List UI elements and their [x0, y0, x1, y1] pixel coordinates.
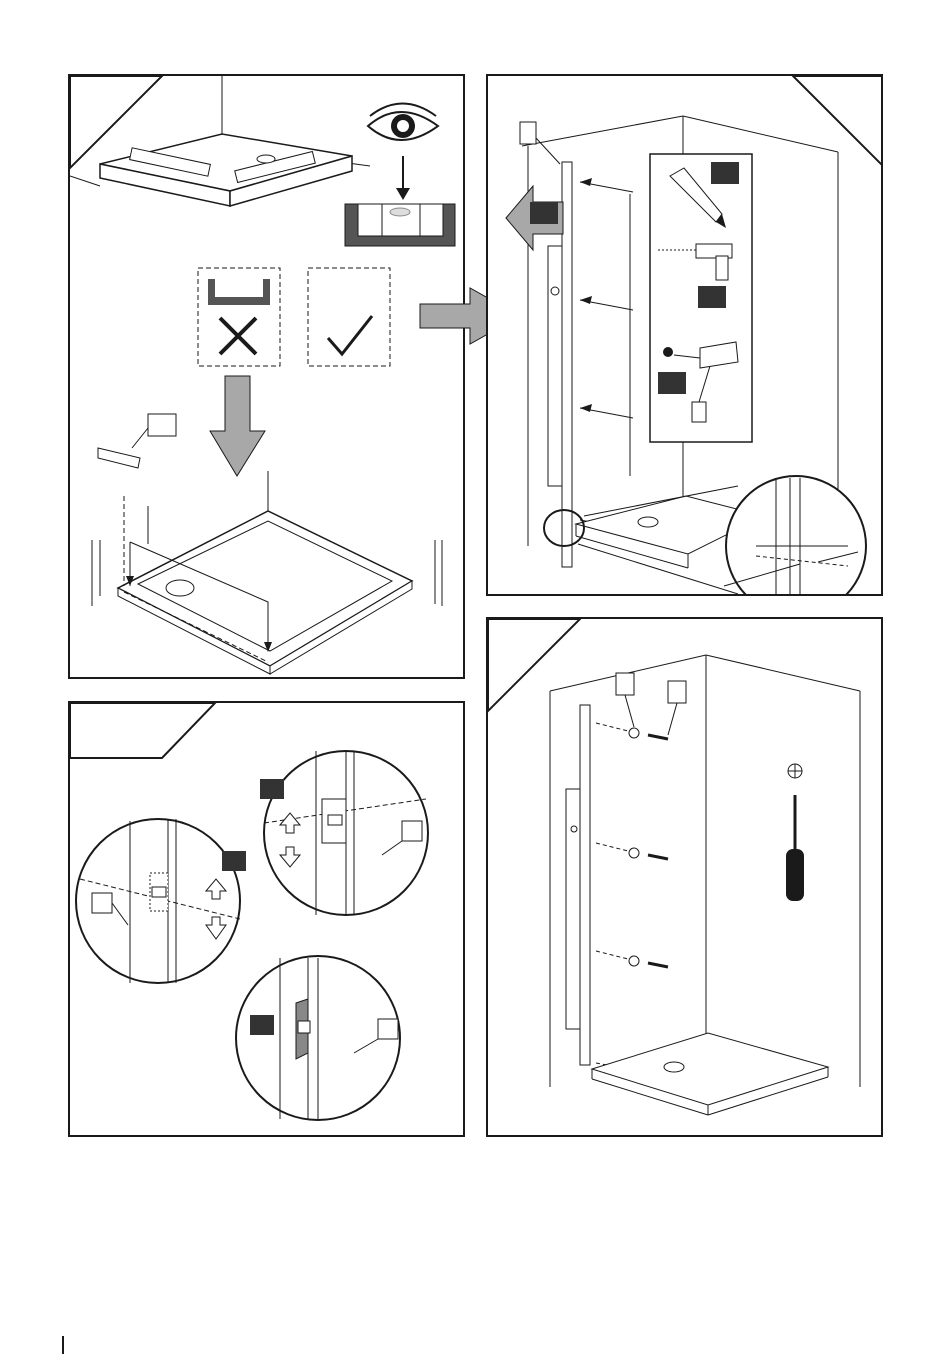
eye-icon — [368, 104, 438, 141]
screwdriver-icon — [786, 795, 804, 901]
part-label-box — [148, 414, 176, 436]
tray-with-levels — [100, 134, 352, 206]
wall-profile — [566, 705, 590, 1065]
marking-arrows — [580, 182, 633, 530]
spirit-level-detail — [345, 204, 455, 246]
part-label-box — [616, 673, 634, 695]
panel-mark-drill — [486, 74, 883, 596]
dark-label-box — [530, 202, 558, 224]
panel-screw-profile — [486, 617, 883, 1137]
step-corner-tab — [70, 703, 215, 758]
detail-circle-bottom — [236, 956, 400, 1120]
shim-piece — [98, 414, 176, 468]
part-label-box — [520, 122, 536, 144]
part-label-box — [92, 893, 112, 913]
part-label-box — [668, 681, 686, 703]
correct-level-box — [308, 268, 390, 366]
down-arrow-icon — [210, 376, 265, 476]
tools-box — [650, 154, 752, 442]
shower-tray — [92, 471, 442, 674]
screws — [596, 723, 670, 1079]
step-corner-tab — [488, 619, 580, 711]
panel-adjust-profile — [68, 701, 465, 1137]
part-label-box — [402, 821, 422, 841]
detail-circle-left — [76, 819, 246, 983]
zoom-detail-circle — [724, 476, 866, 596]
detail-circle-top — [260, 751, 428, 915]
page-number-mark — [62, 1336, 64, 1354]
panel-level-tray — [68, 74, 465, 679]
part-label-box — [378, 1019, 398, 1039]
incorrect-level-box — [198, 268, 280, 366]
phillips-head-icon — [788, 764, 802, 778]
